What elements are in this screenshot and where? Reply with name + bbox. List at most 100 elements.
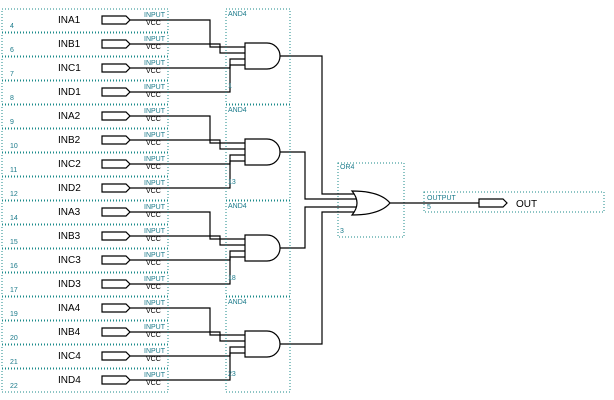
input-pin-number: 9 bbox=[10, 119, 14, 126]
and4-instance-number: 13 bbox=[228, 179, 236, 186]
input-pin-number: 17 bbox=[10, 287, 18, 294]
input-signal-name: INA4 bbox=[58, 303, 81, 314]
input-pin-symbol bbox=[101, 183, 131, 193]
input-vcc-label: VCC bbox=[146, 308, 161, 315]
input-signal-name: INA1 bbox=[58, 15, 81, 26]
output-pin-symbol bbox=[478, 198, 508, 208]
and4-instance-number: 18 bbox=[228, 275, 236, 282]
and4-gate-body bbox=[244, 234, 281, 262]
input-pin-symbol bbox=[101, 303, 131, 313]
input-pin-number: 15 bbox=[10, 239, 18, 246]
input-pin-boundary bbox=[1, 128, 169, 153]
and4-instance-number: 23 bbox=[228, 371, 236, 378]
input-pin-number: 20 bbox=[10, 335, 18, 342]
input-signal-name: INB4 bbox=[58, 327, 81, 338]
and-input-wire bbox=[130, 139, 245, 150]
input-signal-name: IND1 bbox=[58, 87, 81, 98]
input-pin-boundary bbox=[1, 176, 169, 201]
and4-gate-body bbox=[244, 138, 281, 166]
input-vcc-label: VCC bbox=[146, 188, 161, 195]
and-gate-boundary bbox=[225, 104, 291, 201]
input-type-label: INPUT bbox=[144, 108, 166, 115]
input-vcc-label: VCC bbox=[146, 68, 161, 75]
input-signal-name: IND2 bbox=[58, 183, 81, 194]
input-vcc-label: VCC bbox=[146, 92, 161, 99]
and4-type-label: AND4 bbox=[228, 203, 247, 210]
or-gate[interactable]: OR4 3 bbox=[340, 164, 391, 235]
input-type-label: INPUT bbox=[144, 84, 166, 91]
input-vcc-label: VCC bbox=[146, 20, 161, 27]
or-gate-boundary bbox=[337, 162, 405, 238]
input-pin-symbol bbox=[101, 327, 131, 337]
input-type-label: INPUT bbox=[144, 300, 166, 307]
output-pin[interactable]: OUTPUT 5 OUT bbox=[427, 195, 537, 211]
input-signal-name: INC2 bbox=[58, 159, 81, 170]
input-type-label: INPUT bbox=[144, 12, 166, 19]
input-pin-boundary bbox=[1, 248, 169, 273]
input-pin-number: 22 bbox=[10, 383, 18, 390]
input-vcc-label: VCC bbox=[146, 332, 161, 339]
input-vcc-label: VCC bbox=[146, 236, 161, 243]
input-pin-symbol bbox=[101, 279, 131, 289]
input-pin-boundary bbox=[1, 344, 169, 369]
input-type-label: INPUT bbox=[144, 60, 166, 67]
and-input-wire bbox=[130, 58, 245, 69]
input-pin-number: 4 bbox=[10, 23, 14, 30]
input-pin-symbol bbox=[101, 207, 131, 217]
input-type-label: INPUT bbox=[144, 252, 166, 259]
input-pin-boundary bbox=[1, 104, 169, 129]
input-signal-name: INB2 bbox=[58, 135, 81, 146]
input-type-label: INPUT bbox=[144, 276, 166, 283]
input-pin-boundary bbox=[1, 320, 169, 345]
and-to-or-wire bbox=[280, 206, 356, 249]
and-gate-boundary bbox=[225, 8, 291, 105]
input-type-label: INPUT bbox=[144, 204, 166, 211]
input-pin-symbol bbox=[101, 87, 131, 97]
input-pin-symbol bbox=[101, 39, 131, 49]
input-type-label: INPUT bbox=[144, 156, 166, 163]
input-vcc-label: VCC bbox=[146, 380, 161, 387]
input-signal-name: INA2 bbox=[58, 111, 81, 122]
input-vcc-label: VCC bbox=[146, 212, 161, 219]
input-pin-symbol bbox=[101, 111, 131, 121]
and-gate-3[interactable]: AND4 18 bbox=[225, 200, 291, 297]
input-pin-boundary bbox=[1, 272, 169, 297]
input-pin-boundary bbox=[1, 80, 169, 105]
output-pin-boundary bbox=[423, 191, 605, 213]
input-pin-boundary bbox=[1, 368, 169, 393]
input-signal-name: INC1 bbox=[58, 63, 81, 74]
input-pin-number: 12 bbox=[10, 191, 18, 198]
input-signal-name: IND4 bbox=[58, 375, 81, 386]
input-signal-name: INC3 bbox=[58, 255, 81, 266]
and-input-wire bbox=[130, 331, 245, 342]
input-pin-symbol bbox=[101, 63, 131, 73]
and-to-or-wire bbox=[280, 55, 356, 195]
input-pin-number: 16 bbox=[10, 263, 18, 270]
and-input-wire bbox=[130, 115, 245, 144]
input-type-label: INPUT bbox=[144, 132, 166, 139]
input-type-label: INPUT bbox=[144, 36, 166, 43]
input-pin-symbol bbox=[101, 231, 131, 241]
input-pin-number: 6 bbox=[10, 47, 14, 54]
input-pin-symbol bbox=[101, 255, 131, 265]
